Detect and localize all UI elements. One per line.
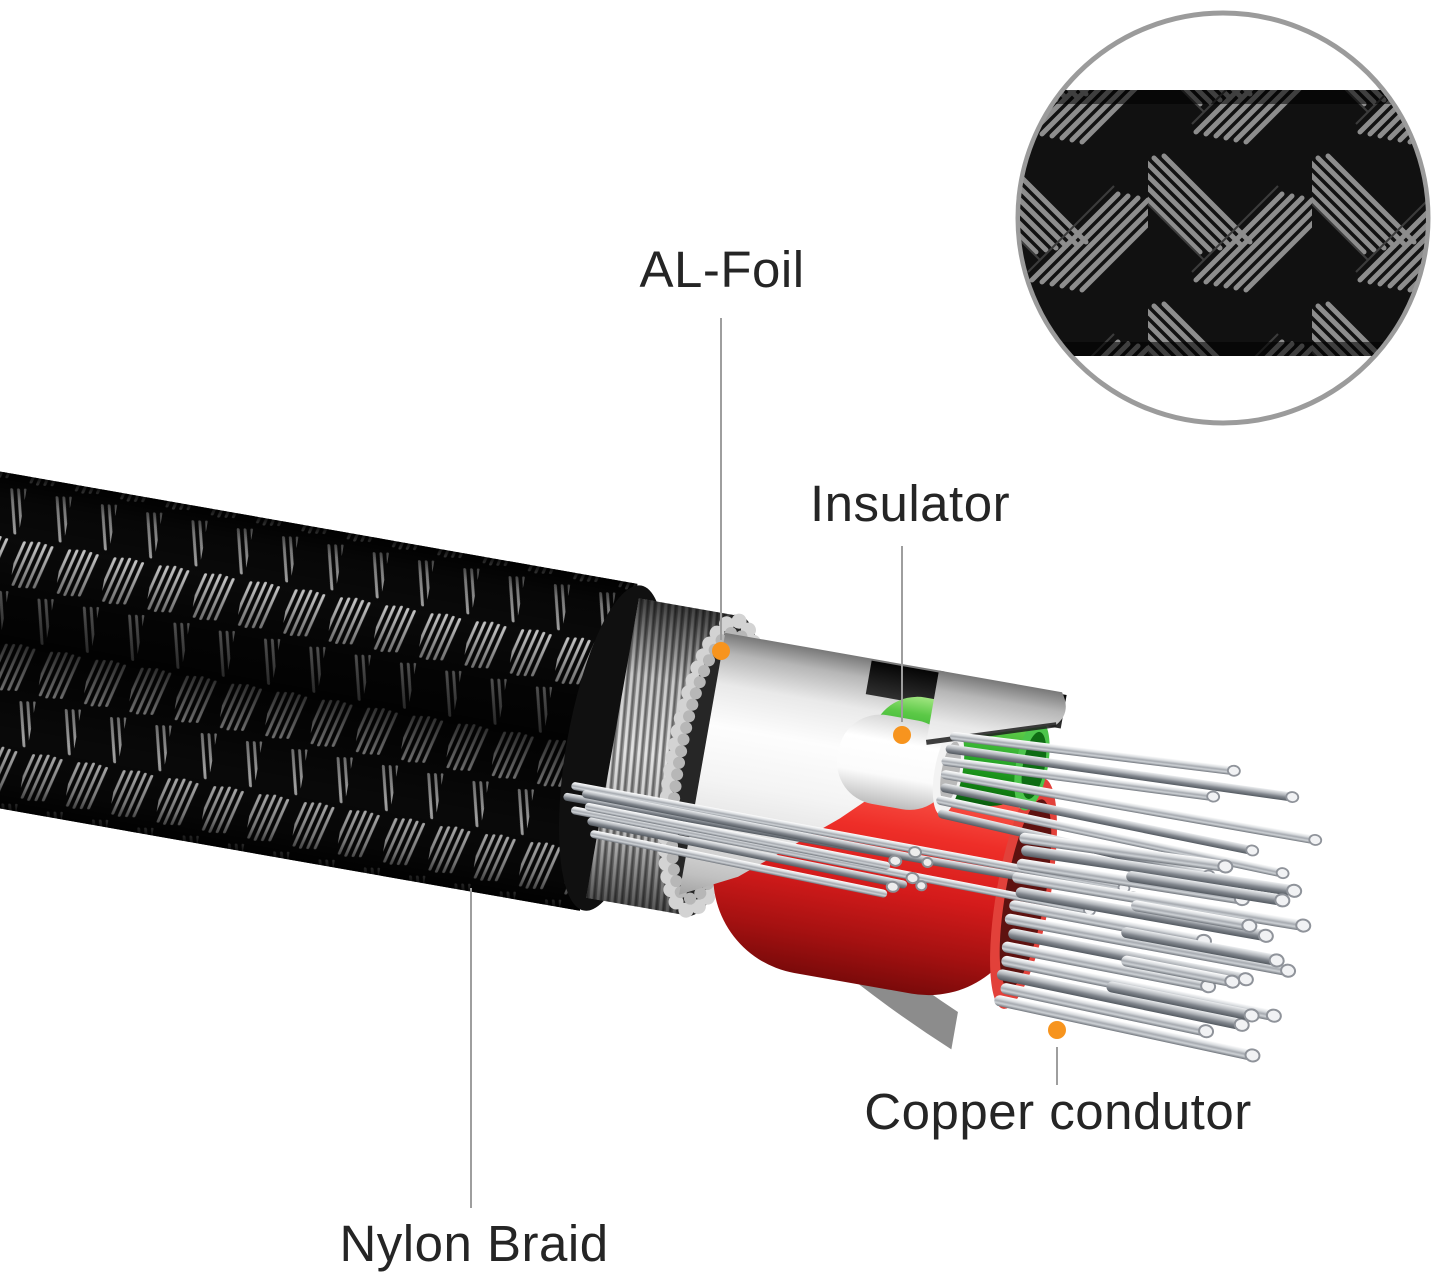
insulator-marker-dot [893, 726, 911, 744]
insulator-label: Insulator [809, 475, 1011, 532]
cable-body [0, 450, 1323, 1063]
insulator-leader-line [901, 546, 903, 722]
al-foil-label: AL-Foil [639, 241, 805, 298]
twisted-pair-strands [563, 782, 1140, 916]
copper-conductor-leader-line [1056, 1047, 1058, 1085]
al-foil-leader-line [720, 318, 722, 640]
copper-conductor-label: Copper condutor [864, 1083, 1252, 1140]
nylon-braid-jacket [0, 450, 638, 911]
nylon-braid-label: Nylon Braid [339, 1215, 609, 1272]
insulator-strands [936, 731, 1323, 882]
copper-conductor-marker-dot [1048, 1021, 1066, 1039]
copper-conductor-strands [994, 832, 1312, 1063]
al-foil-marker-dot [712, 642, 730, 660]
nylon-braid-leader-line [470, 888, 472, 1208]
inset-braid-texture [1020, 90, 1426, 356]
inset-magnifier [1015, 10, 1431, 426]
twisted-pair-cut-ends [885, 846, 934, 893]
foil-top-shell [925, 670, 1066, 745]
